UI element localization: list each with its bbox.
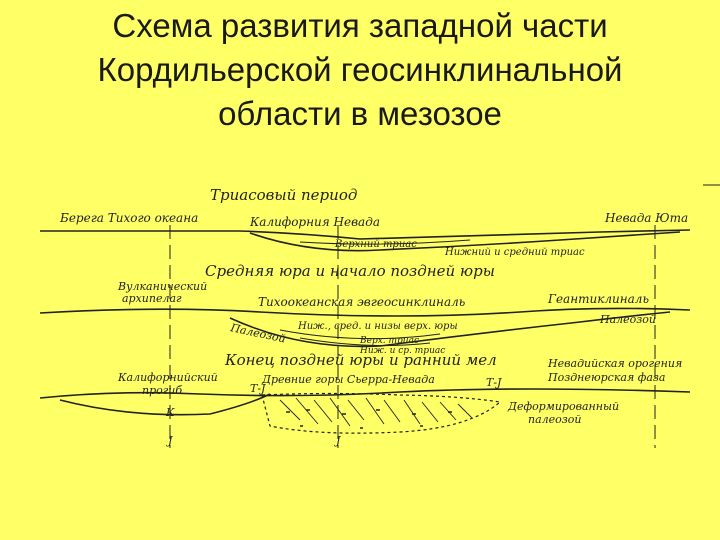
title-line-3: области в мезозое [218, 95, 502, 132]
volcanic-archipelago-line-2: архипелаг [122, 292, 182, 305]
page-title: Схема развития западной части Кордильерс… [0, 4, 720, 136]
jurassic-strata-line-2 [299, 337, 431, 347]
lower-middle-triassic-label: Нижний и средний триас [444, 247, 585, 258]
jurassic-strata-line-1 [279, 329, 441, 340]
j-label: J [166, 434, 173, 447]
volcanic-archipelago-line-1: Вулканический [117, 280, 207, 293]
california-trough-floor [59, 393, 271, 416]
pacific-geosyncline-label: Тихоокеанская эвгеосинклиналь [258, 295, 465, 309]
triassic-basin-floor [249, 231, 681, 252]
jurassic-strata-label-2: Верх. триас [359, 336, 419, 346]
triassic-sierra-label: Калифорния Невада [249, 215, 380, 229]
triassic-sea-level [40, 229, 691, 240]
k-label: К [165, 406, 175, 419]
paleozoic-right-label: Палеозой [599, 313, 656, 326]
triassic-heading: Триасовый период [210, 186, 357, 204]
geanticline-label: Геантиклиналь [547, 292, 649, 306]
deformed-paleozoic-line-1: Деформированный [507, 400, 619, 413]
paleozoic-left-label: Палеозой [228, 321, 286, 346]
title-line-2: Кордильерской геосинклинальной [97, 51, 623, 88]
tj-label-right: Т-J [486, 376, 502, 389]
jurassic-sea-level [39, 307, 691, 317]
triassic-strata-line [299, 239, 471, 245]
jurassic-heading: Средняя юра и начало поздней юры [205, 262, 495, 280]
california-trough-line-2: прогиб [142, 384, 182, 397]
upper-triassic-label: Верхний триас [334, 239, 417, 250]
jurassic-basin-floor [229, 311, 671, 348]
deformed-paleozoic-line-2: палеозой [528, 413, 582, 426]
triassic-nevada-utah-label: Невада Юта [604, 211, 688, 225]
cretaceous-surface [39, 388, 691, 399]
sierra-roots-label: Древние горы Сьерра-Невада [261, 373, 435, 386]
tj-label-left: Т-J [250, 382, 266, 395]
deformed-basement-block [261, 392, 502, 434]
california-trough-line-1: Калифорнийский [117, 371, 218, 384]
nevadan-orogeny-label: Невадийская орогения [547, 357, 682, 370]
triassic-coast-label: Берега Тихого океана [59, 211, 198, 225]
late-jurassic-phase-label: Позднеюрская фаза [547, 371, 665, 384]
title-line-1: Схема развития западной части [112, 7, 608, 44]
jurassic-strata-label-1: Ниж., сред. и низы верх. юры [297, 321, 458, 332]
j-label-middle: J [334, 434, 341, 447]
jurassic-strata-label-3: Ниж. и ср. триас [359, 346, 445, 356]
cretaceous-heading: Конец поздней юры и ранний мел [224, 351, 497, 369]
